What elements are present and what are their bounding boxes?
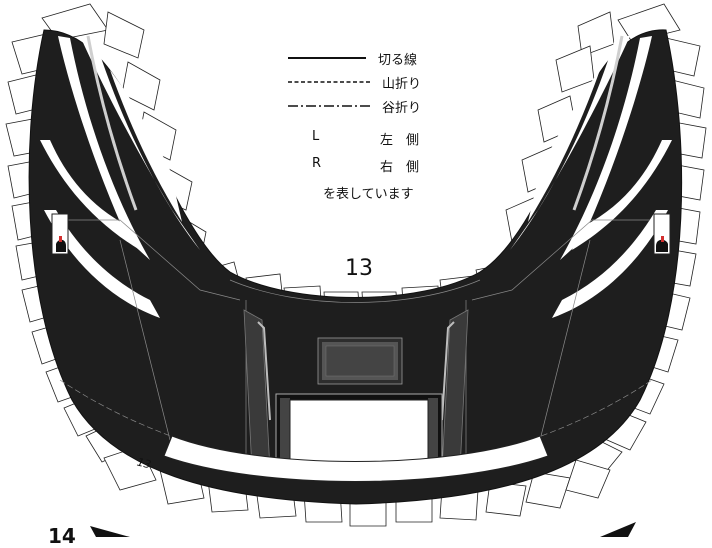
center-panel xyxy=(243,309,469,471)
mountain-label: 山折り xyxy=(382,77,422,92)
legend-footer: を表しています xyxy=(323,187,414,202)
left-label: 左 側 xyxy=(380,133,420,148)
right-letter: R xyxy=(312,156,322,171)
stripes-left xyxy=(40,36,200,318)
hood-body xyxy=(28,29,683,505)
fold-lines xyxy=(59,219,653,473)
stripes-right xyxy=(510,36,672,318)
piece-number: 13 xyxy=(345,256,373,281)
next-piece-fragment xyxy=(90,522,636,537)
front-lip xyxy=(163,435,549,482)
cut-label: 切る線 xyxy=(378,53,418,68)
side-markers xyxy=(51,213,671,255)
papercraft-sheet xyxy=(5,3,707,537)
legend-lines xyxy=(288,57,372,107)
next-piece-number: 14 xyxy=(48,524,76,548)
right-label: 右 側 xyxy=(380,160,420,175)
left-letter: L xyxy=(312,129,320,144)
valley-label: 谷折り xyxy=(382,101,422,116)
